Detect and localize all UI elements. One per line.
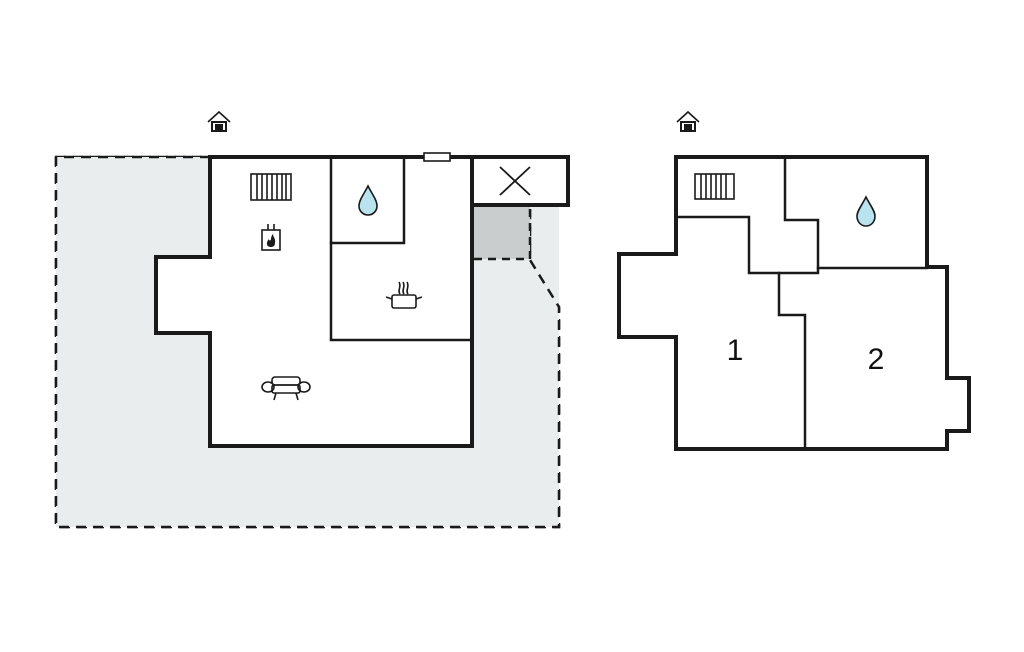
bathroom-water-icon bbox=[358, 184, 378, 216]
upper-radiator-alcove-walls bbox=[674, 155, 820, 275]
bathroom-walls bbox=[329, 155, 406, 245]
kitchen-pot-icon bbox=[385, 281, 423, 309]
entrance-icon bbox=[207, 110, 231, 132]
storage-area bbox=[474, 207, 530, 259]
fireplace-icon bbox=[261, 224, 281, 251]
room-label-1: 1 bbox=[727, 334, 744, 367]
radiator-icon bbox=[250, 173, 292, 201]
window-icon bbox=[423, 152, 451, 162]
terrace-dashed-outline bbox=[54, 155, 561, 529]
sofa-icon bbox=[261, 376, 311, 401]
upper-floor-outer-walls bbox=[617, 155, 971, 451]
upper-floor-plan: 1 2 bbox=[617, 110, 971, 451]
room-label-2: 2 bbox=[868, 343, 885, 376]
ground-floor-interior bbox=[156, 157, 568, 446]
ground-floor-plan bbox=[54, 110, 570, 529]
ground-floor-outer-walls bbox=[154, 155, 570, 448]
storage-area-dashed-edge bbox=[474, 207, 532, 261]
kitchen-walls bbox=[329, 241, 474, 342]
stairs-x-icon bbox=[499, 166, 531, 196]
upper-room-divider bbox=[777, 266, 929, 451]
entrance-icon bbox=[676, 110, 700, 132]
bathroom-water-icon bbox=[856, 195, 876, 227]
radiator-icon bbox=[694, 173, 735, 200]
